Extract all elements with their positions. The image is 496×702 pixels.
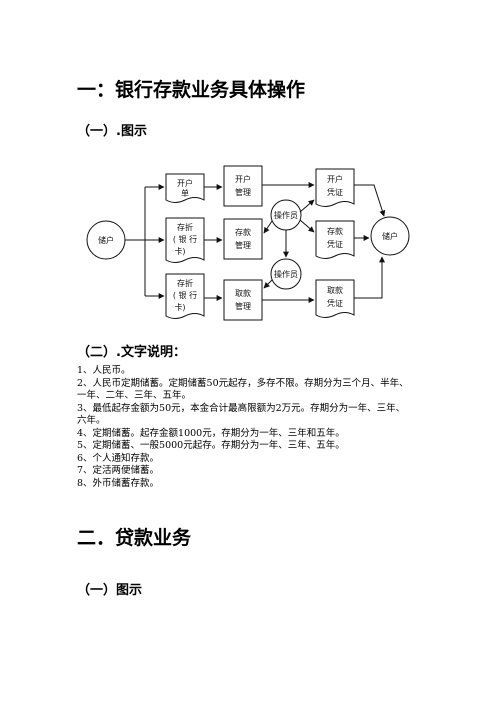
withdraw-mgmt-line1: 取款 xyxy=(235,288,251,298)
explanation-line: 8、外币储蓄存款。 xyxy=(77,477,160,489)
open-mgmt-line1: 开户 xyxy=(235,174,251,184)
depositor-left-label: 储户 xyxy=(98,235,114,245)
deposit-book-2-node: 存折 ( 银 行 卡) xyxy=(165,273,205,319)
deposit-voucher-node: 存款 凭证 xyxy=(315,220,355,259)
open-form-line1: 开户 xyxy=(177,178,193,188)
explanation-line: 4、定期储蓄。起存金额1000元，存期分为一年、三年和五年。 xyxy=(77,427,345,439)
depositor-left-node: 储户 xyxy=(86,220,126,260)
open-voucher-line2: 凭证 xyxy=(327,187,343,197)
explanation-line: 7、定活两便储蓄。 xyxy=(77,465,160,476)
deposit-book-1-line3: 卡) xyxy=(174,246,185,256)
deposit-voucher-line1: 存款 xyxy=(327,226,343,236)
deposit-mgmt-line2: 管理 xyxy=(235,240,251,250)
deposit-voucher-line2: 凭证 xyxy=(327,239,343,249)
section2-title: 二．贷款业务 xyxy=(77,527,192,549)
withdraw-voucher-line2: 凭证 xyxy=(327,298,343,308)
deposit-book-1-node: 存折 ( 银 行 卡) xyxy=(165,217,205,263)
explanation-list: 1、人民币。 2、人民币定期储蓄。定期储蓄50元起存，多存不限。存期分为三个月、… xyxy=(77,365,409,490)
explanation-line: 5、定期储蓄、一般5000元起存。存期分为一年、三年、五年。 xyxy=(77,440,345,451)
open-voucher-node: 开户 凭证 xyxy=(315,168,355,207)
open-mgmt-line2: 管理 xyxy=(235,187,251,197)
explanation-line: 1、人民币。 xyxy=(77,365,131,376)
section1-sub1: （一）.图示 xyxy=(77,124,147,139)
explanation-line: 一年、二年、三年、五年。 xyxy=(77,390,192,401)
operator-1-label: 操作员 xyxy=(274,210,298,220)
depositor-right-label: 储户 xyxy=(382,231,398,241)
explanation-line: 3、最低起存金额为50元，本金合计最高限额为2万元。存期分为一年、三年、 xyxy=(77,402,406,414)
section1-title: 一：银行存款业务具体操作 xyxy=(77,79,306,101)
deposit-book-1-line2: ( 银 行 xyxy=(173,234,197,244)
flow-connectors xyxy=(125,182,386,303)
withdraw-voucher-node: 取款 凭证 xyxy=(315,279,355,318)
explanation-line: 2、人民币定期储蓄。定期储蓄50元起存，多存不限。存期分为三个月、半年、 xyxy=(77,377,409,389)
open-mgmt-node: 开户 管理 xyxy=(223,165,263,207)
explanation-line: 6、个人通知存款。 xyxy=(77,452,160,464)
withdraw-mgmt-line2: 管理 xyxy=(235,301,251,311)
withdraw-voucher-line1: 取款 xyxy=(327,285,343,295)
operator-1-node: 操作员 xyxy=(270,199,302,231)
deposit-book-1-line1: 存折 xyxy=(177,222,193,232)
open-form-node: 开户 单 xyxy=(165,173,205,203)
withdraw-mgmt-node: 取款 管理 xyxy=(223,279,263,321)
deposit-mgmt-node: 存款 管理 xyxy=(223,218,263,260)
operator-2-label: 操作员 xyxy=(274,269,298,279)
deposit-book-2-line3: 卡) xyxy=(174,302,185,312)
deposit-book-2-line1: 存折 xyxy=(177,278,193,288)
section2-sub1: （一）图示 xyxy=(77,583,143,598)
deposit-mgmt-line1: 存款 xyxy=(235,227,251,237)
deposit-book-2-line2: ( 银 行 xyxy=(173,290,197,300)
depositor-right-node: 储户 xyxy=(370,216,410,256)
open-voucher-line1: 开户 xyxy=(327,174,343,184)
open-form-line2: 单 xyxy=(181,188,189,198)
section1-sub2: （二）.文字说明： xyxy=(77,345,186,360)
explanation-line: 六年。 xyxy=(77,415,106,426)
operator-2-node: 操作员 xyxy=(270,258,302,290)
